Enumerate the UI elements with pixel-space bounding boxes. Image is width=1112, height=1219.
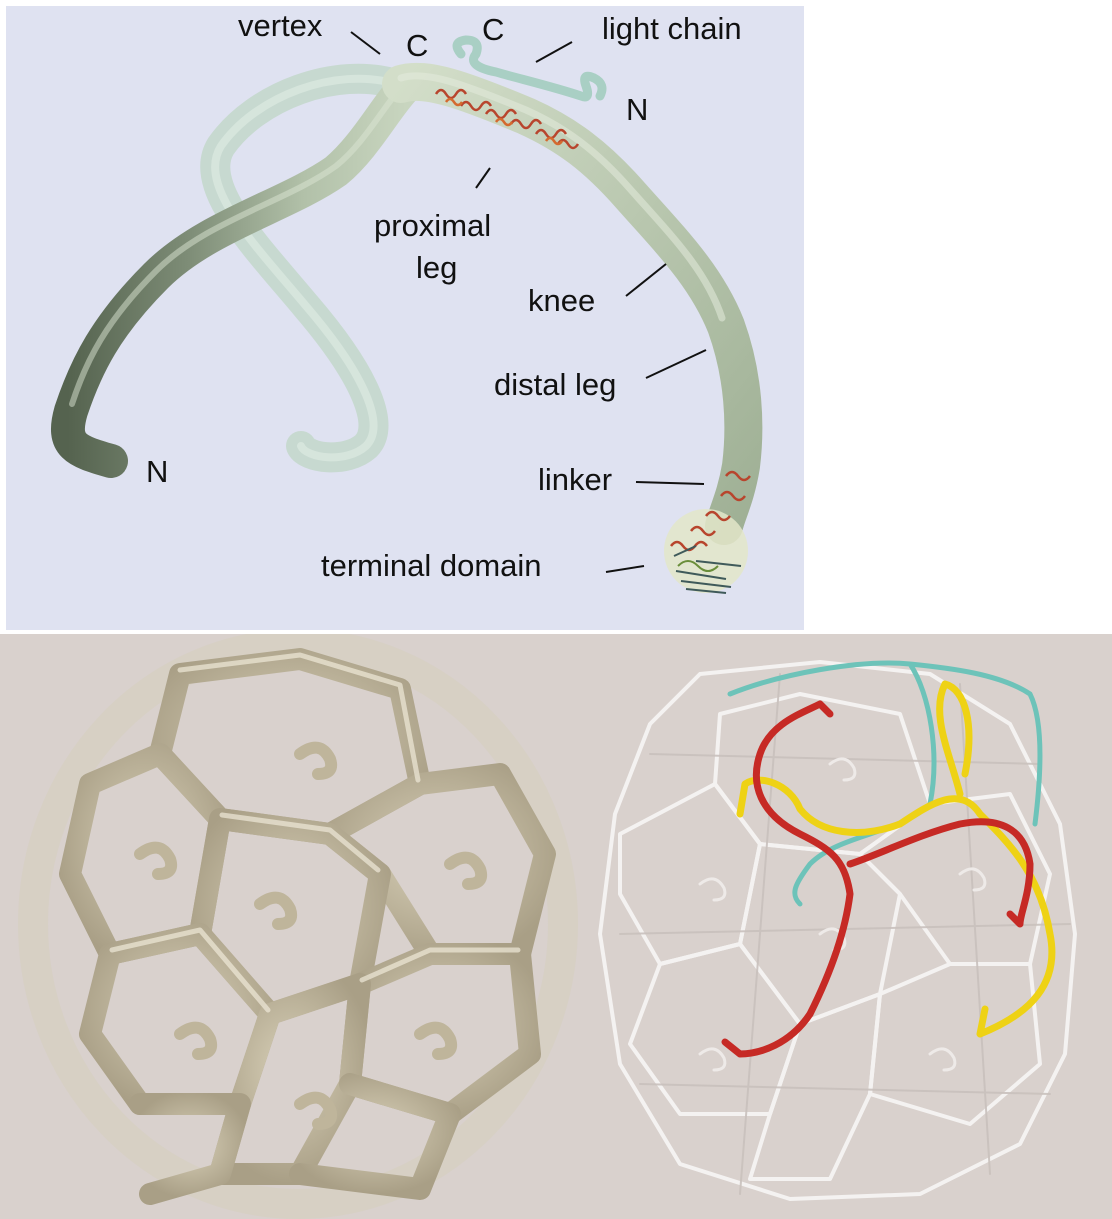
triskelion-diagram: vertex C C light chain N proximal leg kn… [6, 6, 804, 630]
cage-svg [0, 634, 1112, 1219]
label-knee: knee [528, 283, 595, 318]
label-heavy-n: N [146, 454, 168, 489]
label-leg: leg [416, 250, 457, 285]
label-proximal: proximal [374, 208, 491, 243]
label-vertex: vertex [238, 8, 323, 43]
label-terminal-domain: terminal domain [321, 548, 542, 583]
triskelion-svg: vertex C C light chain N proximal leg kn… [6, 6, 804, 630]
label-light-chain: light chain [602, 11, 742, 46]
label-light-c: C [482, 12, 504, 47]
label-heavy-c: C [406, 28, 428, 63]
label-distal-leg: distal leg [494, 367, 616, 402]
cage-renderings [0, 634, 1112, 1219]
label-linker: linker [538, 462, 612, 497]
label-light-n: N [626, 92, 648, 127]
